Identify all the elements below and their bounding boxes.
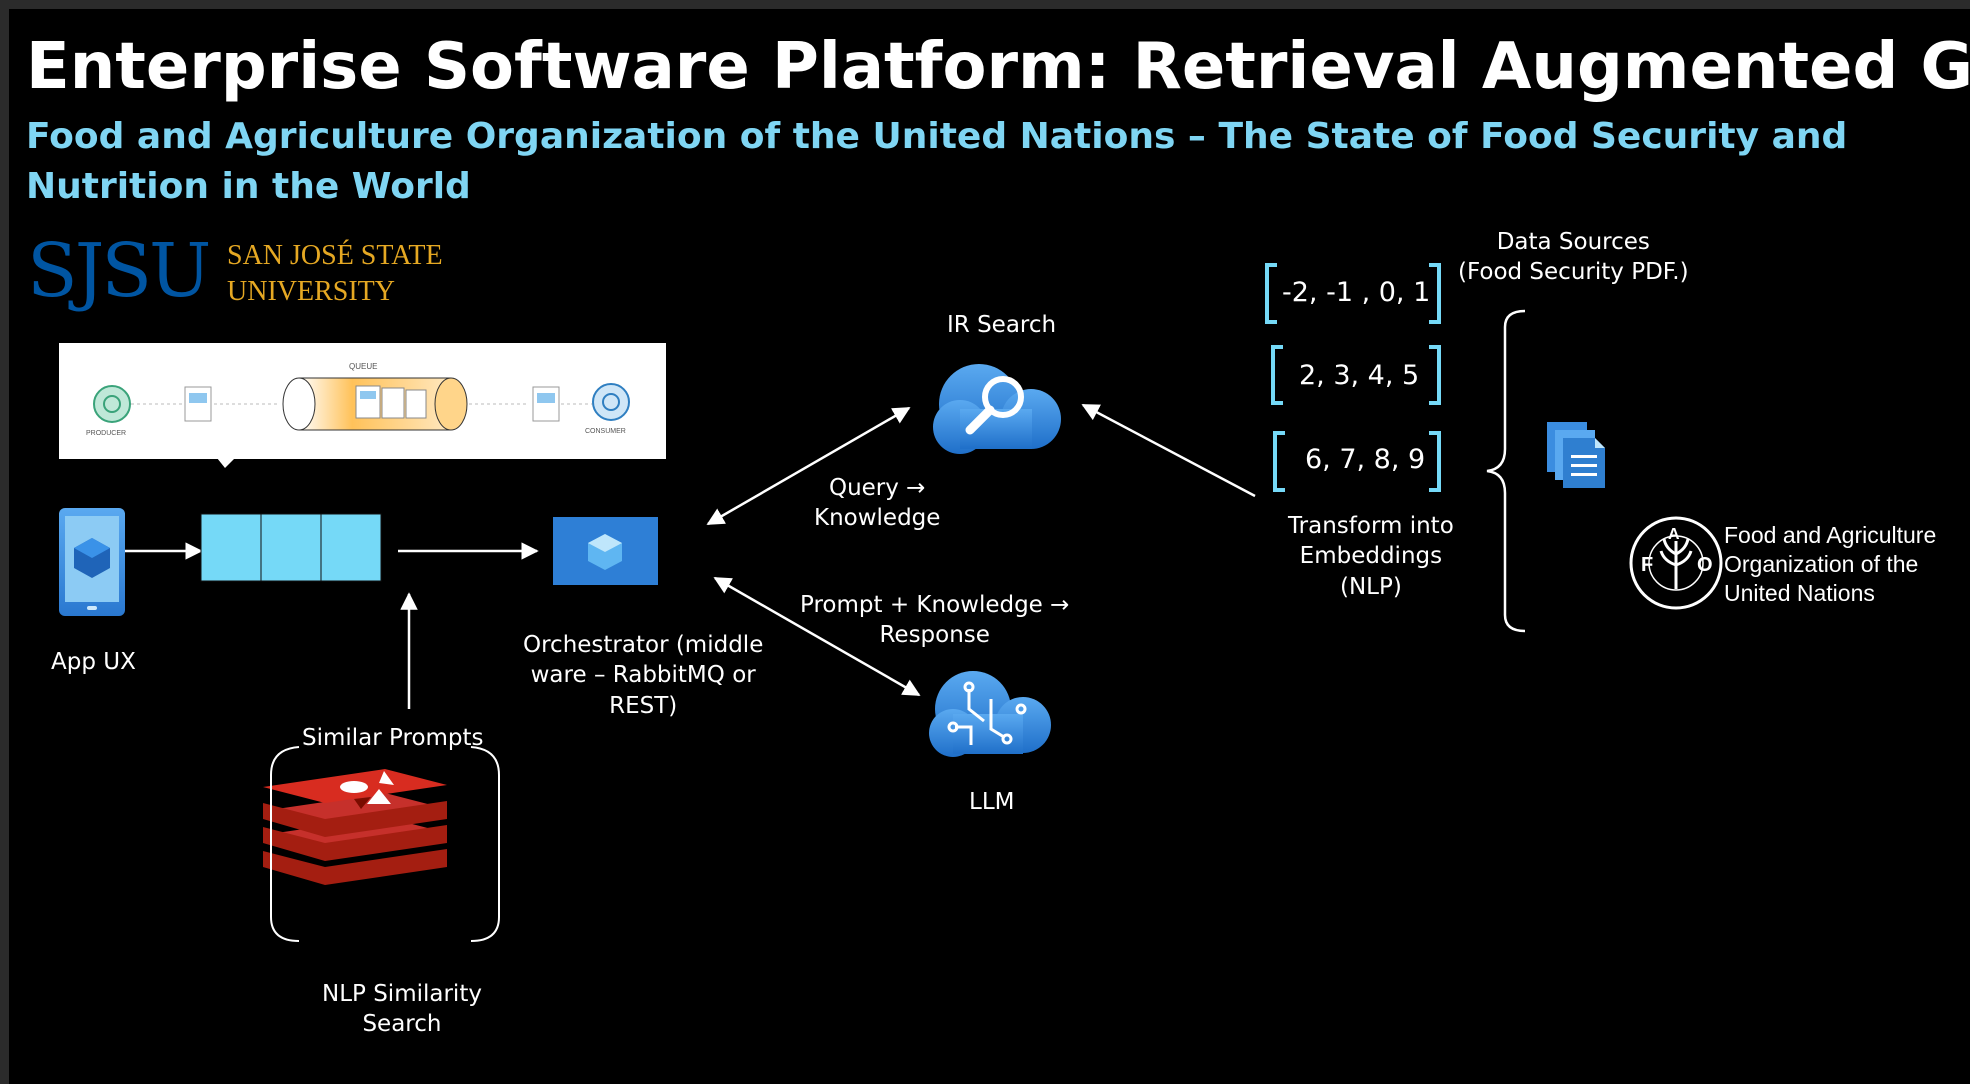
transform-line3: (NLP)	[1339, 573, 1402, 600]
fao-seal-icon: F A O	[1629, 516, 1723, 610]
query-knowledge-label: Query → Knowledge	[814, 473, 940, 534]
query-knowledge-line2: Knowledge	[814, 505, 941, 532]
redis-icon	[263, 769, 447, 885]
documents-icon	[1547, 422, 1605, 488]
prompt-response-line2: Response	[879, 622, 990, 649]
orchestrator-label-line1: Orchestrator (middle	[523, 632, 764, 658]
arrow-orchestrator-llm	[713, 576, 921, 697]
consumer-gear-icon	[592, 383, 630, 421]
message-queue	[200, 513, 382, 582]
nlp-similarity-line1: NLP Similarity	[322, 981, 482, 1007]
consumer-label: CONSUMER	[585, 428, 626, 435]
llm-label: LLM	[969, 789, 1015, 815]
arrow-orchestrator-ir	[706, 406, 911, 526]
embedding-vector: 6, 7, 8, 9	[1305, 444, 1426, 475]
message-doc-icon	[184, 386, 212, 422]
sjsu-wordmark: SJSU	[27, 228, 211, 314]
embedding-vector: -2, -1 , 0, 1	[1282, 277, 1431, 308]
prompt-response-line1: Prompt + Knowledge →	[800, 592, 1070, 618]
arrow-transform-to-ir	[1081, 403, 1256, 498]
diagram-canvas: F A O	[59, 263, 1723, 942]
prompt-response-label: Prompt + Knowledge → Response	[800, 590, 1069, 651]
svg-text:O: O	[1697, 554, 1713, 576]
fao-line1: Food and Agriculture	[1724, 522, 1937, 548]
queue-cylinder-icon	[282, 377, 468, 431]
producer-gear-icon	[93, 385, 131, 423]
svg-text:A: A	[1668, 526, 1680, 543]
mobile-app-icon	[59, 508, 125, 616]
similar-prompts-label: Similar Prompts	[302, 725, 484, 751]
fao-line2: Organization of the	[1724, 551, 1919, 578]
orchestrator-label-line2: ware – RabbitMQ or	[530, 662, 756, 689]
slide-title: Enterprise Software Platform: Retrieval …	[26, 30, 1970, 104]
embedding-vector: 2, 3, 4, 5	[1299, 360, 1420, 391]
transform-line2: Embeddings	[1299, 543, 1443, 570]
svg-text:F: F	[1641, 554, 1653, 576]
similar-prompts-bracket	[270, 746, 500, 942]
search-cloud-icon	[933, 364, 1061, 454]
slide: Enterprise Software Platform: Retrieval …	[9, 9, 1970, 1084]
orchestrator-label: Orchestrator (middle ware – RabbitMQ or …	[523, 630, 763, 721]
nlp-similarity-line2: Search	[362, 1011, 442, 1038]
slide-subtitle: Food and Agriculture Organization of the…	[26, 116, 1848, 207]
data-sources-brace	[1486, 309, 1526, 633]
data-sources-line2: (Food Security PDF.)	[1458, 259, 1689, 286]
orchestrator-label-line3: REST)	[609, 692, 678, 719]
llm-cloud-icon	[929, 671, 1051, 757]
nlp-similarity-label: NLP Similarity Search	[322, 979, 482, 1040]
transform-label: Transform into Embeddings (NLP)	[1288, 511, 1454, 602]
embedding-brackets	[1265, 263, 1441, 492]
query-knowledge-line1: Query →	[828, 475, 926, 501]
producer-label: PRODUCER	[86, 430, 127, 437]
transform-line1: Transform into	[1288, 513, 1454, 539]
message-doc-icon	[532, 386, 560, 422]
app-ux-label: App UX	[51, 649, 136, 675]
data-sources-label: Data Sources (Food Security PDF.)	[1458, 227, 1689, 288]
ir-search-label: IR Search	[947, 312, 1057, 338]
sjsu-name-line2: UNIVERSITY	[227, 276, 395, 307]
fao-logo-text: Food and Agriculture Organization of the…	[1724, 521, 1936, 609]
data-sources-line1: Data Sources	[1496, 229, 1650, 255]
sjsu-name-line1: SAN JOSÉ STATE	[227, 240, 443, 271]
fao-line3: United Nations	[1724, 580, 1875, 607]
orchestrator-icon	[553, 517, 658, 585]
queue-graphics	[93, 377, 630, 468]
queue-label: QUEUE	[349, 362, 378, 371]
